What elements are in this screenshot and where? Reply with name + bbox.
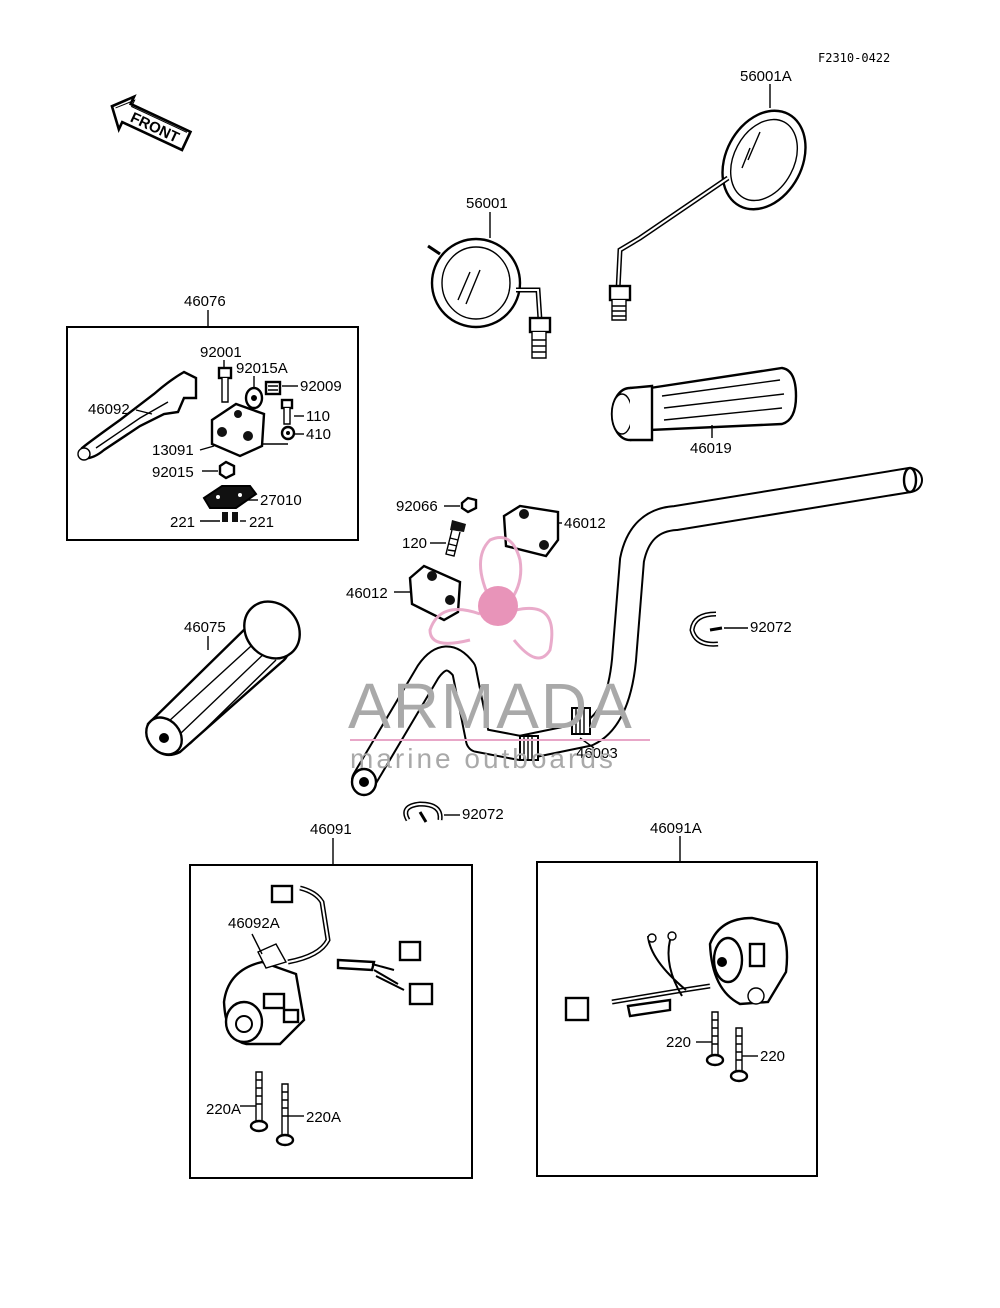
screws-220	[705, 1011, 749, 1083]
label-120: 120	[402, 535, 427, 552]
screws-221	[222, 512, 238, 522]
bracket-27010	[202, 485, 258, 509]
handlebar-46003	[350, 466, 923, 797]
right-switch-frame	[536, 861, 818, 1177]
nut-92015A	[244, 386, 264, 410]
label-92001: 92001	[200, 344, 242, 361]
holder-upper-46012	[502, 504, 560, 558]
label-46091: 46091	[310, 821, 352, 838]
label-27010: 27010	[260, 492, 302, 509]
label-13091: 13091	[152, 442, 194, 459]
label-221-right: 221	[249, 514, 274, 531]
label-220-left: 220	[666, 1034, 691, 1051]
brake-lever-46092	[77, 370, 198, 461]
label-46012-lower: 46012	[346, 585, 388, 602]
label-92015: 92015	[152, 464, 194, 481]
label-46003: 46003	[576, 745, 618, 762]
lever-assembly-frame	[66, 326, 359, 541]
label-92072-lower: 92072	[462, 806, 504, 823]
lever-holder-13091	[210, 402, 266, 458]
holder-lower-46012	[408, 564, 462, 622]
mirror-right-56001A	[608, 109, 807, 321]
clip-lower-92072	[403, 801, 443, 823]
front-direction-badge: FRONT	[110, 94, 193, 152]
nut-92015	[218, 460, 236, 480]
label-46019: 46019	[690, 440, 732, 457]
propeller-logo	[428, 536, 554, 660]
left-switch-housing	[222, 884, 434, 1046]
label-46012-upper: 46012	[564, 515, 606, 532]
label-92015A: 92015A	[236, 360, 288, 377]
screw-110	[280, 398, 294, 425]
label-220-right: 220	[760, 1048, 785, 1065]
label-220A-left: 220A	[206, 1101, 241, 1118]
diagram-code: F2310-0422	[818, 51, 890, 65]
right-switch-housing	[564, 916, 789, 1022]
label-92009: 92009	[300, 378, 342, 395]
bolt-120	[445, 520, 466, 557]
left-switch-frame	[189, 864, 473, 1179]
armada-watermark: ARMADA marine outboards	[348, 536, 650, 774]
label-410: 410	[306, 426, 331, 443]
label-110: 110	[306, 408, 330, 425]
label-46076: 46076	[184, 293, 226, 310]
label-56001A: 56001A	[740, 68, 792, 85]
label-46075: 46075	[184, 619, 226, 636]
left-grip-46075	[145, 600, 301, 757]
watermark-brand: ARMADA	[348, 670, 634, 742]
throttle-grip-46019	[610, 366, 798, 442]
clip-upper-92072	[689, 611, 723, 647]
washer-410	[280, 425, 296, 441]
label-92072-upper: 92072	[750, 619, 792, 636]
bolt-92001	[217, 366, 233, 403]
label-56001: 56001	[466, 195, 508, 212]
adjuster-92009	[264, 380, 282, 396]
watermark-tagline: marine outboards	[350, 743, 616, 774]
washer-92066	[460, 496, 478, 514]
label-46091A: 46091A	[650, 820, 702, 837]
label-46092A: 46092A	[228, 915, 280, 932]
label-220A-right: 220A	[306, 1109, 341, 1126]
label-221-left: 221	[170, 514, 195, 531]
label-92066: 92066	[396, 498, 438, 515]
screws-220A	[249, 1071, 295, 1147]
label-46092: 46092	[88, 401, 130, 418]
mirror-left-56001	[427, 237, 552, 359]
